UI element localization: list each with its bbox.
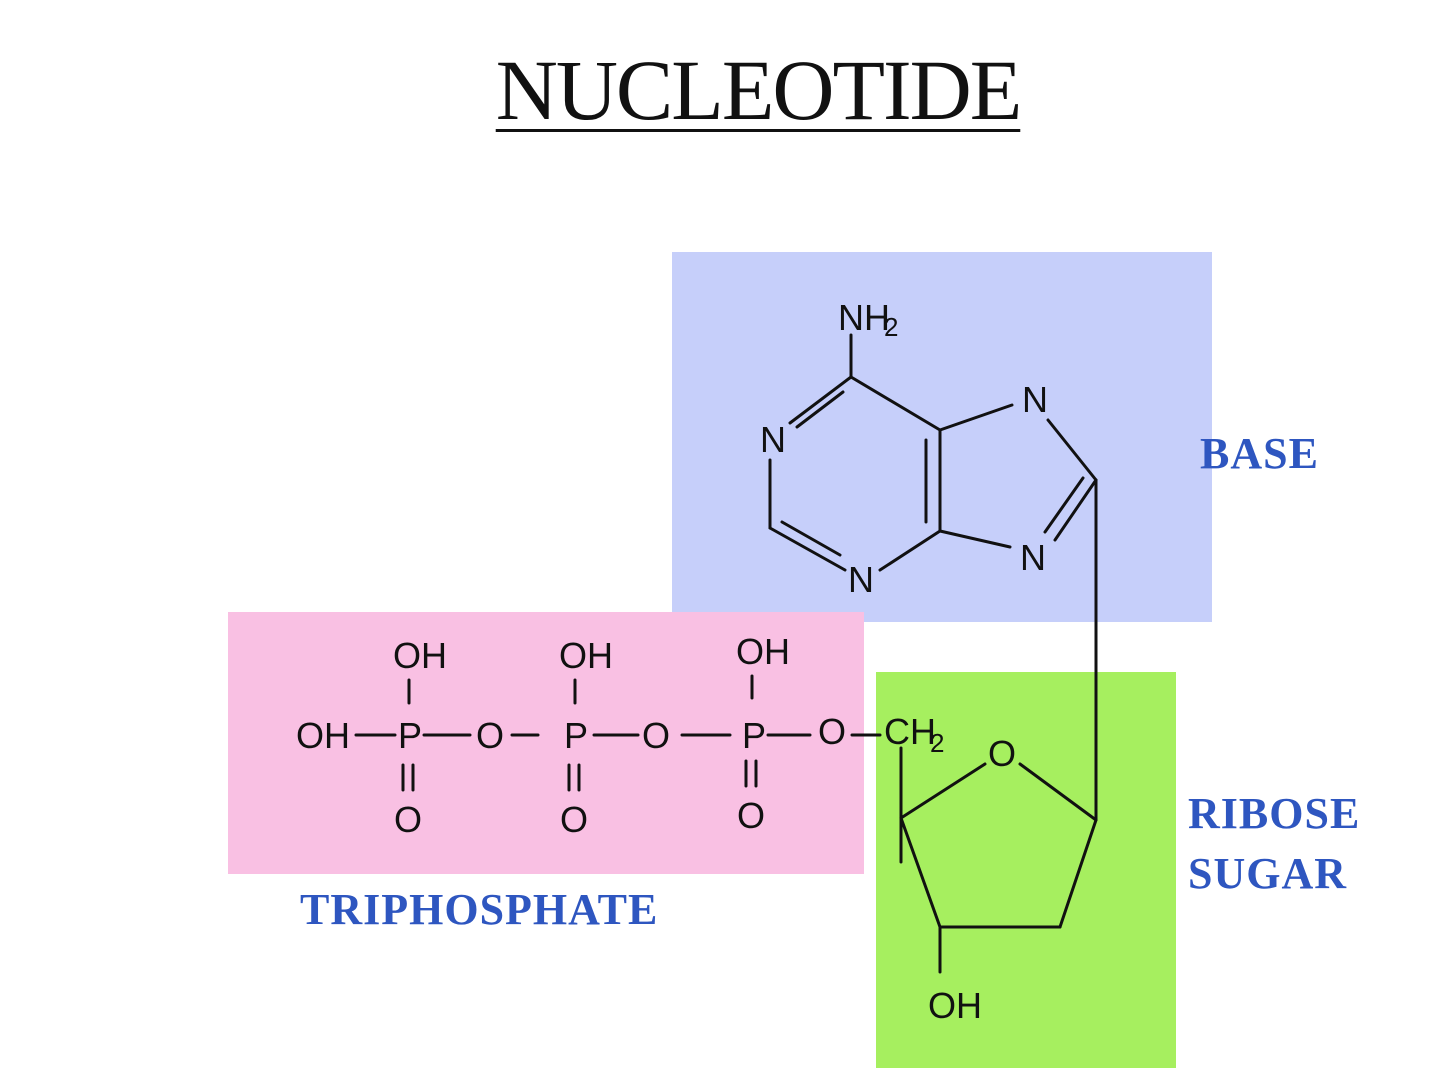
double-bond-oxygen-1: O (394, 799, 422, 840)
sugar-region (876, 672, 1176, 1068)
ch2-label: CH (884, 711, 936, 752)
phosphate-region (228, 612, 864, 874)
phosphorus-3: P (742, 715, 766, 756)
n7-label: N (1022, 379, 1048, 420)
base-label: BASE (1200, 429, 1319, 478)
atom-labels: NH 2 N N N N OH OH OH OH P P P O O O O O… (296, 297, 1048, 1026)
ribose-sugar-label-line1: RIBOSE (1188, 789, 1361, 838)
ring-oxygen: O (988, 733, 1016, 774)
double-bond-oxygen-2: O (560, 799, 588, 840)
n1-label: N (760, 419, 786, 460)
base-region (672, 252, 1212, 622)
triphosphate-label: TRIPHOSPHATE (300, 885, 659, 934)
ch2-subscript: 2 (930, 728, 944, 758)
bonds (354, 333, 1098, 974)
phosphorus-2: P (564, 715, 588, 756)
amine-label: NH (838, 297, 890, 338)
sugar-hydroxyl: OH (928, 985, 982, 1026)
oh-phosphate-3: OH (736, 631, 790, 672)
n3-label: N (848, 559, 874, 600)
oh-terminal: OH (296, 715, 350, 756)
ribose-sugar-label-line2: SUGAR (1188, 849, 1348, 898)
amine-subscript: 2 (884, 312, 898, 342)
n9-label: N (1020, 537, 1046, 578)
ester-oxygen: O (818, 711, 846, 752)
bridge-oxygen-1: O (476, 715, 504, 756)
oh-phosphate-1: OH (393, 635, 447, 676)
double-bond-oxygen-3: O (737, 795, 765, 836)
page-title: NUCLEOTIDE (495, 42, 1023, 138)
bridge-oxygen-2: O (642, 715, 670, 756)
phosphorus-1: P (398, 715, 422, 756)
oh-phosphate-2: OH (559, 635, 613, 676)
